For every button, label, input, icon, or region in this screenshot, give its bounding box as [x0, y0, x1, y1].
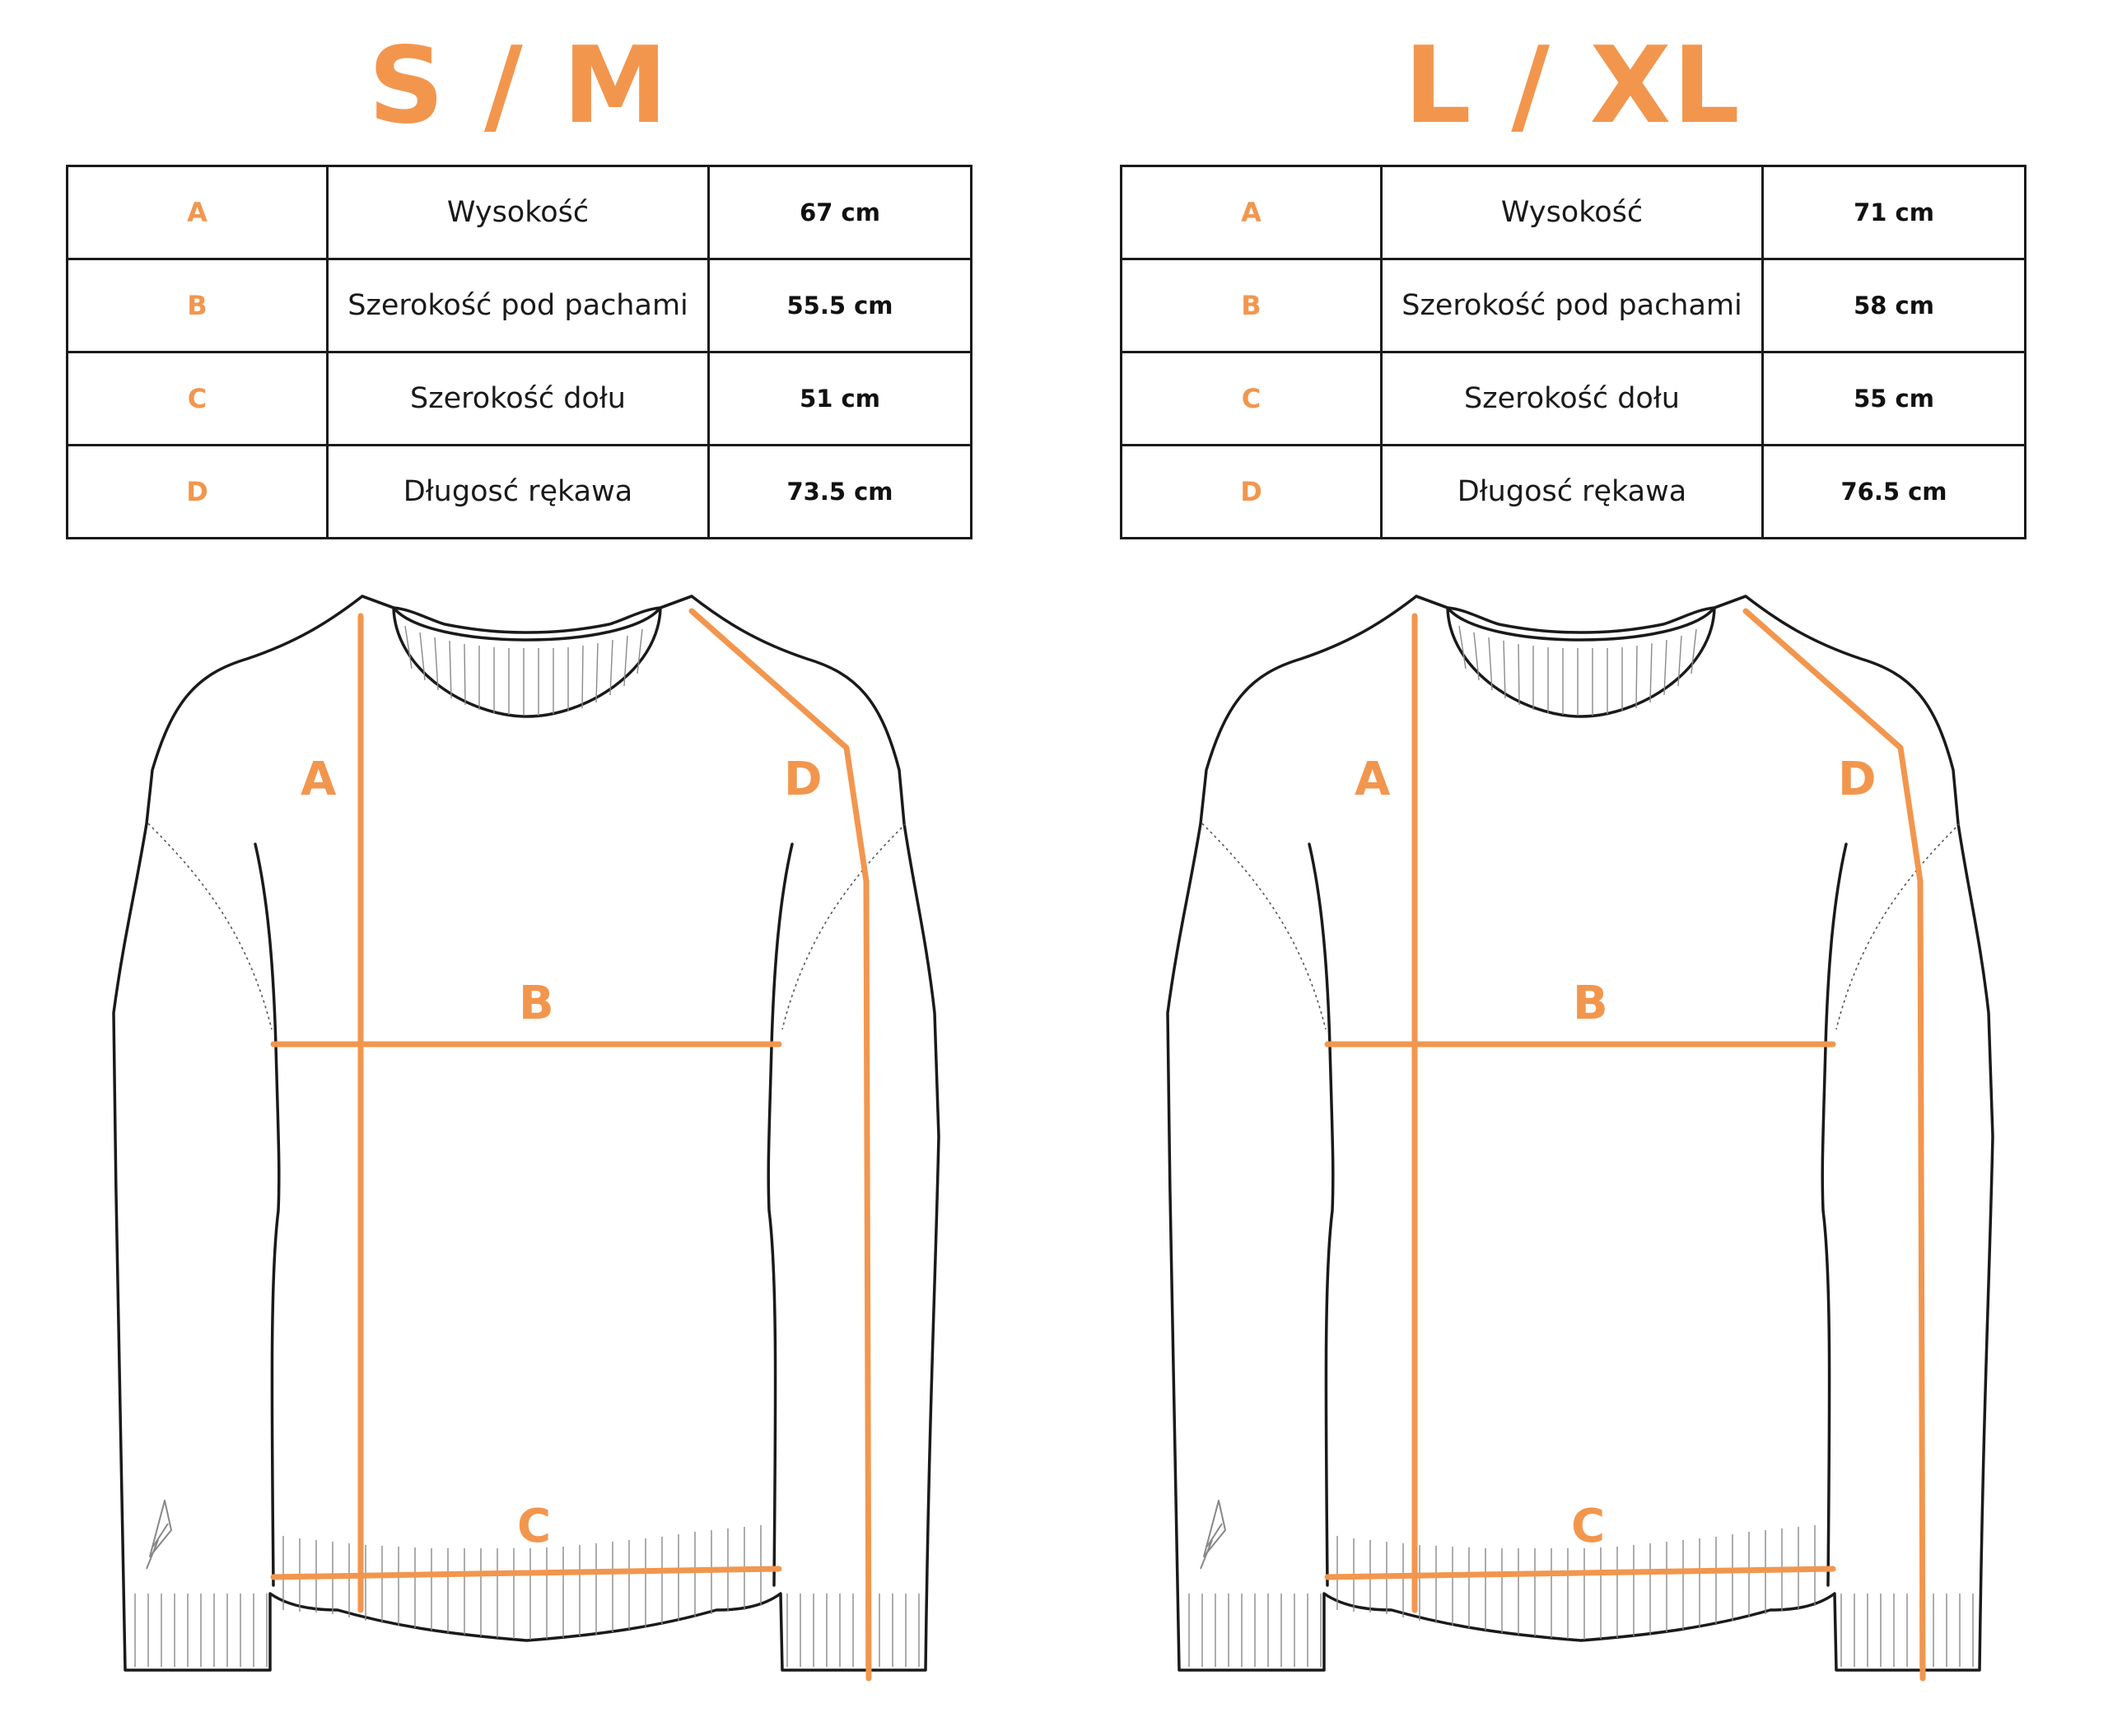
label-c: C — [517, 1500, 551, 1553]
label-d: D — [784, 753, 822, 806]
rib-knit-textures — [1188, 625, 1974, 1667]
left-cuff-ribbing — [134, 1594, 268, 1667]
measure-label: Szerokość pod pachami — [326, 258, 710, 353]
measurement-labels: A B C D — [301, 753, 822, 1553]
size-panel-l-xl: L / XL A Wysokość 71 cm B Szerokość pod … — [1054, 0, 2108, 1736]
table-row: D Długosć rękawa 73.5 cm — [66, 444, 972, 539]
sweater-body-outline — [112, 595, 940, 1672]
collar-outer — [361, 595, 693, 718]
measure-line-d — [688, 608, 872, 1682]
left-shoulder-seam — [1201, 823, 1327, 1030]
table-row: B Szerokość pod pachami 58 cm — [1120, 258, 2026, 353]
label-b: B — [519, 977, 554, 1030]
measurement-lines — [1324, 608, 1926, 1682]
table-row: B Szerokość pod pachami 55.5 cm — [66, 258, 972, 353]
table-row: D Długosć rękawa 76.5 cm — [1120, 444, 2026, 539]
measure-letter: A — [1120, 165, 1383, 260]
collar-ribbing — [404, 625, 643, 716]
left-cuff-ribbing — [1188, 1594, 1322, 1667]
measurement-labels: A B C D — [1355, 753, 1876, 1553]
sweater-diagram: A B C D — [1166, 595, 1994, 1682]
measure-value: 67 cm — [707, 165, 972, 260]
label-b: B — [1573, 977, 1608, 1030]
right-underarm-line — [767, 842, 794, 1587]
collar-outer — [1415, 595, 1747, 718]
measure-line-c — [1324, 1566, 1836, 1580]
measure-letter: C — [1120, 351, 1383, 446]
label-a: A — [301, 753, 337, 806]
measure-value: 71 cm — [1761, 165, 2026, 260]
measure-value: 55 cm — [1761, 351, 2026, 446]
measure-label: Szerokość dołu — [326, 351, 710, 446]
left-underarm-line — [1308, 842, 1335, 1587]
table-row: A Wysokość 71 cm — [1120, 165, 2026, 260]
label-c: C — [1571, 1500, 1605, 1553]
measure-letter: D — [1120, 444, 1383, 539]
measure-letter: C — [66, 351, 329, 446]
label-a: A — [1355, 753, 1391, 806]
measure-line-c — [270, 1566, 782, 1580]
measure-label: Szerokość dołu — [1380, 351, 1764, 446]
table-row: C Szerokość dołu 51 cm — [66, 351, 972, 446]
right-cuff-ribbing — [1840, 1594, 1974, 1667]
right-shoulder-seam — [1835, 823, 1961, 1030]
measure-label: Wysokość — [326, 165, 710, 260]
size-panel-s-m: S / M A Wysokość 67 cm B Szerokość pod p… — [66, 25, 972, 1682]
right-underarm-line — [1821, 842, 1848, 1587]
size-title: S / M — [368, 25, 669, 147]
measure-label: Długosć rękawa — [1380, 444, 1764, 539]
measure-value: 55.5 cm — [707, 258, 972, 353]
sweater-body-outline — [1166, 595, 1994, 1672]
measurement-table: A Wysokość 67 cm B Szerokość pod pachami… — [66, 165, 972, 539]
brand-logo-icon — [146, 1500, 172, 1570]
collar-ribbing — [1458, 625, 1697, 716]
table-row: A Wysokość 67 cm — [66, 165, 972, 260]
measure-value: 73.5 cm — [707, 444, 972, 539]
measure-value: 58 cm — [1761, 258, 2026, 353]
label-d: D — [1838, 753, 1876, 806]
right-shoulder-seam — [781, 823, 907, 1030]
measure-value: 76.5 cm — [1761, 444, 2026, 539]
measure-label: Wysokość — [1380, 165, 1764, 260]
hem-ribbing — [1336, 1525, 1816, 1640]
left-shoulder-seam — [147, 823, 273, 1030]
table-row: C Szerokość dołu 55 cm — [1120, 351, 2026, 446]
measure-line-d — [1742, 608, 1926, 1682]
measure-letter: B — [66, 258, 329, 353]
measure-letter: B — [1120, 258, 1383, 353]
sweater-diagram: A B C D — [112, 595, 940, 1682]
size-title: L / XL — [1404, 25, 1742, 147]
left-underarm-line — [254, 842, 281, 1587]
measure-value: 51 cm — [707, 351, 972, 446]
measure-letter: D — [66, 444, 329, 539]
measurement-table: A Wysokość 71 cm B Szerokość pod pachami… — [1120, 165, 2026, 539]
measure-label: Długosć rękawa — [326, 444, 710, 539]
measure-label: Szerokość pod pachami — [1380, 258, 1764, 353]
right-cuff-ribbing — [786, 1594, 920, 1667]
measure-letter: A — [66, 165, 329, 260]
measurement-lines — [270, 608, 872, 1682]
collar-inner — [392, 606, 662, 634]
brand-logo-icon — [1200, 1500, 1226, 1570]
collar-inner — [1446, 606, 1716, 634]
